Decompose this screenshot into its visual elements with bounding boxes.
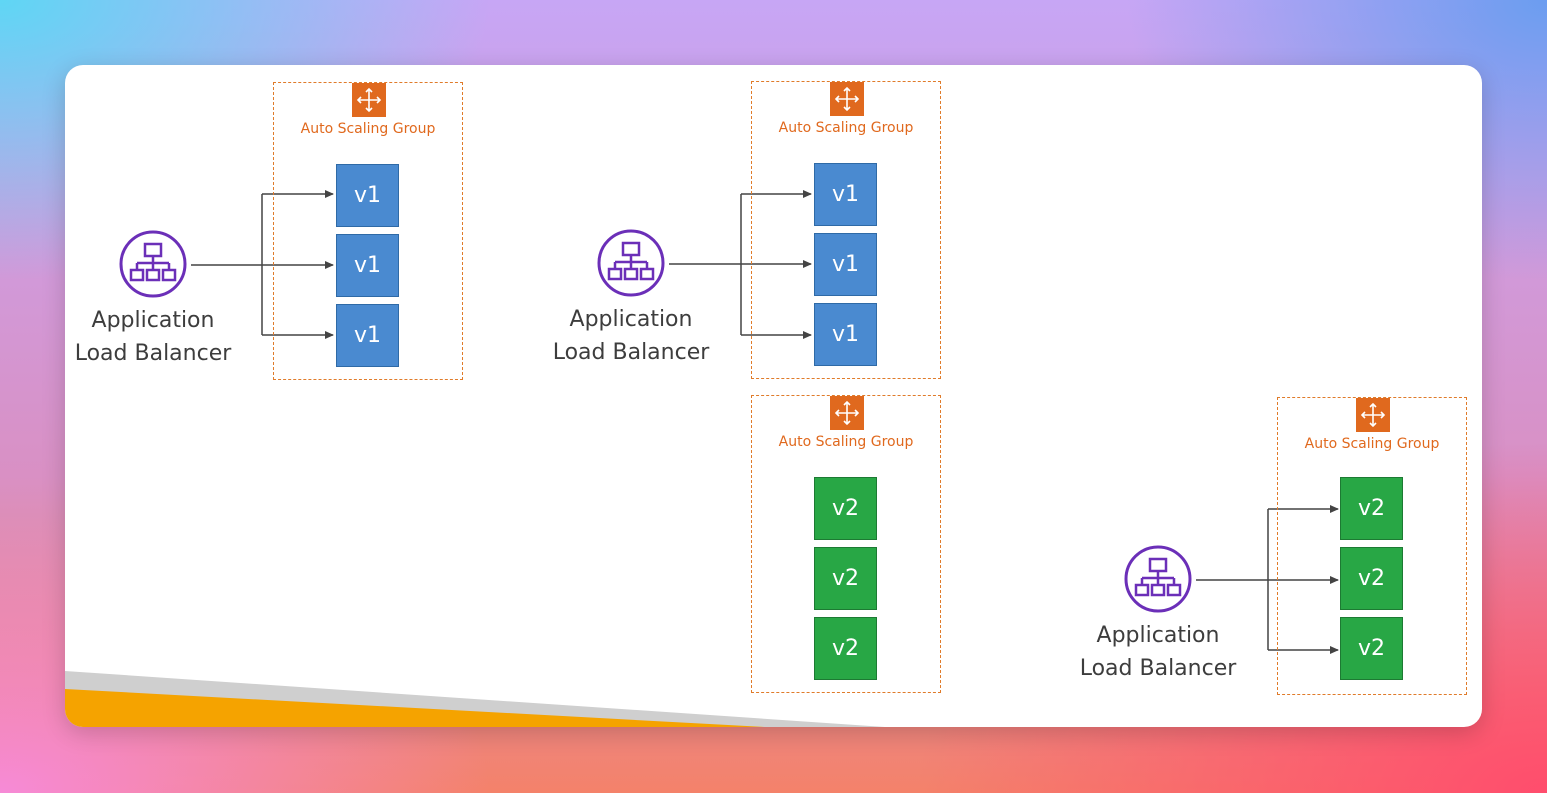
asg-label: Auto Scaling Group: [778, 434, 914, 450]
asg-label: Auto Scaling Group: [1304, 436, 1440, 452]
ec2-instance: v1: [336, 164, 399, 227]
alb-label: Application Load Balancer: [65, 304, 253, 370]
ec2-instance: v1: [336, 304, 399, 367]
slide-accent-stripe: [65, 671, 885, 727]
ec2-instance: v2: [1340, 547, 1403, 610]
ec2-instance: v1: [814, 163, 877, 226]
ec2-instance: v2: [814, 547, 877, 610]
alb-label-line-2: Load Balancer: [1079, 656, 1237, 681]
ec2-instance: v1: [336, 234, 399, 297]
application-load-balancer-icon: [119, 230, 187, 298]
ec2-instance: v2: [1340, 617, 1403, 680]
auto-scaling-group: Auto Scaling Group v2 v2 v2: [1277, 397, 1467, 695]
auto-scaling-group: Auto Scaling Group v2 v2 v2: [751, 395, 941, 693]
ec2-instance: v2: [1340, 477, 1403, 540]
application-load-balancer-icon: [1124, 545, 1192, 613]
alb-node: Application Load Balancer: [531, 229, 731, 379]
alb-label: Application Load Balancer: [531, 303, 731, 369]
alb-label-line-2: Load Balancer: [74, 341, 232, 366]
slide-card: Application Load Balancer Auto Scaling G…: [65, 65, 1482, 727]
alb-label-line-1: Application: [569, 307, 693, 332]
auto-scaling-group: Auto Scaling Group v1 v1 v1: [273, 82, 463, 380]
scene-2-connectors: [669, 190, 812, 339]
application-load-balancer-icon: [597, 229, 665, 297]
auto-scaling-group: Auto Scaling Group v1 v1 v1: [751, 81, 941, 379]
auto-scaling-icon: [830, 82, 864, 116]
asg-label: Auto Scaling Group: [300, 121, 436, 137]
alb-node: Application Load Balancer: [1058, 545, 1258, 695]
auto-scaling-icon: [1356, 398, 1390, 432]
alb-label-line-1: Application: [91, 308, 215, 333]
alb-node: Application Load Balancer: [65, 230, 253, 380]
auto-scaling-icon: [352, 83, 386, 117]
asg-label: Auto Scaling Group: [778, 120, 914, 136]
ec2-instance: v2: [814, 477, 877, 540]
connector-layer: [191, 190, 1339, 654]
ec2-instance: v1: [814, 303, 877, 366]
alb-label-line-2: Load Balancer: [552, 340, 710, 365]
auto-scaling-icon: [830, 396, 864, 430]
alb-label: Application Load Balancer: [1058, 619, 1258, 685]
ec2-instance: v2: [814, 617, 877, 680]
alb-label-line-1: Application: [1096, 623, 1220, 648]
ec2-instance: v1: [814, 233, 877, 296]
scene-3-connectors: [1196, 505, 1339, 654]
